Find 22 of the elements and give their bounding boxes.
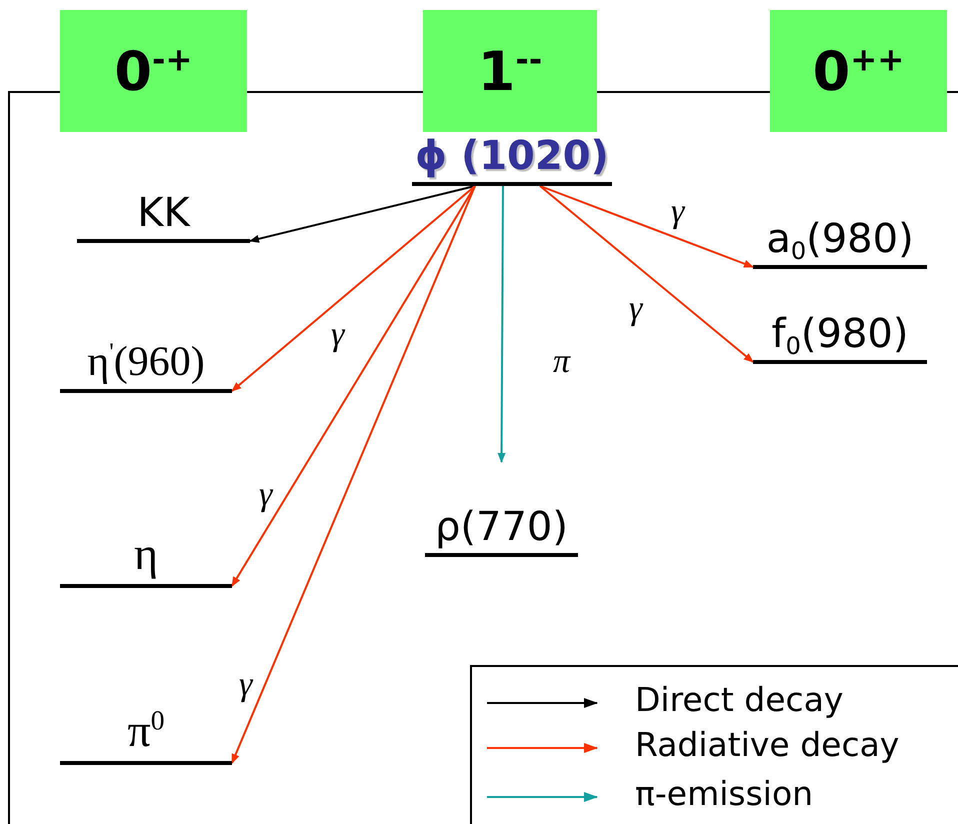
legend-label: Direct decay [635,683,844,716]
particle-label: η [134,529,158,580]
legend-label: Radiative decay [635,728,900,761]
legend-label: π-emission [635,777,814,810]
arrow [231,185,476,587]
arrow [539,185,754,363]
energy-level [412,138,612,186]
particle-label: η$^{'}$(960) [87,338,205,385]
particle-label: π$^{0}$ [127,706,165,757]
arrow [540,185,754,268]
particle-label: a$_{0}$(980) [766,217,914,261]
quantum-number-box: 0$^{-+}$ [60,10,247,132]
quantum-number-box: 0$^{++}$ [770,10,947,132]
quantum-number-box: 1$^{--}$ [423,10,597,132]
arrow [498,186,506,463]
arrow [231,185,476,392]
arrow [231,186,476,764]
particle-label: KK [137,191,190,235]
particle-label: ϕ (1020) [415,134,609,178]
particle-label: f$_{0}$(980) [772,312,908,356]
arrow [249,185,476,243]
particle-label: ρ(770) [435,505,568,549]
